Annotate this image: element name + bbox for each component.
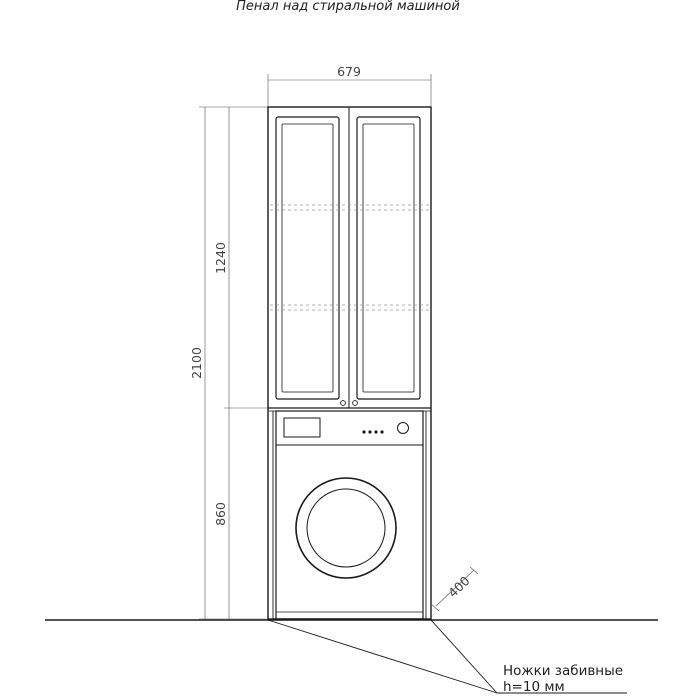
left-door-knob (340, 400, 346, 406)
total-height-dimension: 2100 (189, 106, 268, 620)
control-button (380, 430, 384, 434)
right-door-knob (352, 400, 358, 406)
legs-note-line2: h=10 мм (503, 679, 565, 695)
legs-note-line1: Ножки забивные (503, 663, 623, 679)
hidden-shelves (270, 204, 429, 311)
drum-door-outer (295, 477, 397, 579)
leg-leader-lines (267, 619, 627, 694)
width-dimension: 679 (267, 64, 432, 106)
depth-dimension: 400 (430, 566, 479, 612)
washing-machine (275, 410, 424, 620)
control-dial (397, 422, 409, 434)
upper-height-label: 1240 (213, 242, 228, 274)
control-button (362, 430, 366, 434)
drawing-title: Пенал над стиральной машиной (236, 0, 460, 14)
total-height-label: 2100 (189, 347, 204, 379)
width-label: 679 (337, 64, 361, 79)
lower-height-dimension: 860 (213, 408, 230, 619)
detergent-drawer (283, 417, 321, 438)
upper-height-dimension: 1240 (213, 107, 268, 409)
control-button (374, 430, 378, 434)
right-door (352, 116, 421, 406)
control-button (368, 430, 372, 434)
left-door (275, 116, 346, 406)
cabinet (267, 106, 432, 620)
lower-height-label: 860 (213, 502, 228, 526)
depth-label: 400 (445, 573, 473, 600)
drum-door-inner (306, 488, 386, 568)
